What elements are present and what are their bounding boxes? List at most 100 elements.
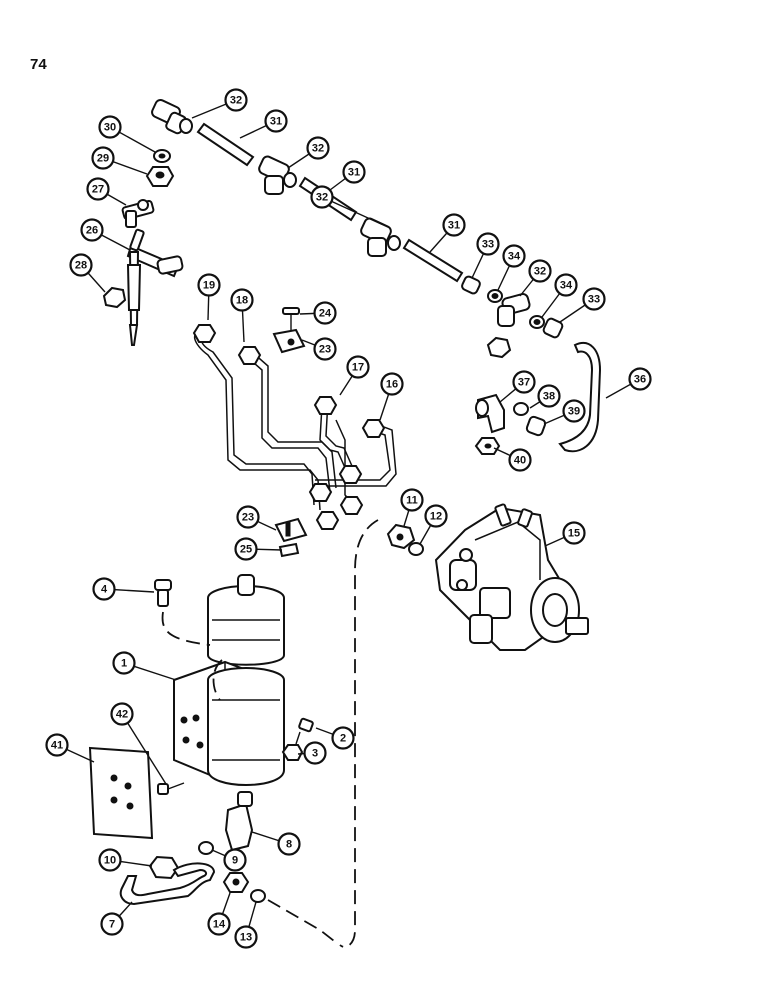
callout-32: 32 [287,136,330,169]
callout-32: 32 [310,185,391,229]
callout-label: 34 [560,280,573,292]
nut-29 [145,166,175,187]
callout-label: 41 [51,740,63,752]
callout-circle [628,367,652,391]
callout-label: 1 [121,658,127,670]
nut-40 [474,437,501,455]
callout-10: 10 [98,848,153,872]
callout-label: 4 [101,584,108,596]
callout-label: 29 [97,153,109,165]
tee-fitting-32b [258,155,297,195]
callout-33: 33 [559,287,606,323]
callout-1: 1 [112,651,177,681]
callout-24: 24 [299,301,337,325]
callout-circle [69,253,93,277]
injector-26 [126,228,184,346]
callout-circle [424,504,448,528]
callout-circle [313,337,337,361]
callout-circle [512,370,536,394]
elbow-fitting-8 [224,791,254,852]
callout-circle [45,733,69,757]
dashed-connection-vent-screw [161,611,211,646]
nut-33b [542,317,564,339]
callout-34: 34 [497,244,526,291]
callout-16: 16 [379,372,404,421]
callout-circle [528,259,552,283]
clip-25 [278,542,300,558]
callout-leader [321,196,391,229]
callout-circle [207,912,231,936]
washer-9 [198,841,214,855]
callout-circle [554,273,578,297]
fuel-tube-31a [196,122,255,167]
callout-circle [476,232,500,256]
callout-circle [230,288,254,312]
callout-32: 32 [191,88,248,119]
bolt-2 [295,717,314,745]
callout-31: 31 [239,109,288,139]
callout-41: 41 [45,733,95,763]
callout-39: 39 [543,399,586,425]
fuel-tube-31c [402,238,464,283]
callout-circle [346,355,370,379]
ferrule-34b [529,315,545,329]
callout-label: 33 [482,239,494,251]
callout-circle [110,702,134,726]
seal-28 [102,286,127,309]
callout-circle [112,651,136,675]
callout-23: 23 [301,337,337,361]
callout-label: 2 [340,733,346,745]
injection-lines [192,324,397,530]
callout-30: 30 [98,115,156,153]
callout-label: 27 [92,184,104,196]
return-hose-36 [558,342,602,453]
callout-circle [86,177,110,201]
callout-circle [224,88,248,112]
callout-label: 23 [319,344,331,356]
callout-circle [331,726,355,750]
callout-7: 7 [100,901,133,936]
tee-fitting-32d [497,293,531,327]
callout-circle [264,109,288,133]
callout-19: 19 [197,273,221,321]
callout-circle [562,521,586,545]
callout-label: 38 [543,391,555,403]
fuel-line-7 [119,862,216,906]
callout-label: 30 [104,122,116,134]
nut-under-tee [486,336,512,359]
callout-label: 19 [203,280,215,292]
callout-40: 40 [493,447,532,472]
callout-label: 33 [588,294,600,306]
callout-circle [98,848,122,872]
callout-label: 28 [75,260,87,272]
dashed-connection-washer-13 [267,899,339,945]
callout-31: 31 [429,213,466,253]
callout-circle [582,287,606,311]
callout-11: 11 [400,488,424,527]
callout-label: 31 [448,220,460,232]
callout-circle [442,213,466,237]
callout-label: 36 [634,374,646,386]
washer-3 [281,744,304,761]
callout-circle [342,160,366,184]
callout-label: 37 [518,377,530,389]
fuel-filter-1 [173,574,285,786]
callout-label: 31 [348,167,360,179]
bolt-42 [157,782,185,795]
nut-10 [148,855,180,880]
callout-circle [91,146,115,170]
callout-circle [234,925,258,949]
callout-36: 36 [605,367,652,399]
callout-14: 14 [207,892,231,936]
callout-label: 23 [242,512,254,524]
callout-circle [537,384,561,408]
cap-39 [525,415,547,437]
callout-9: 9 [211,848,247,872]
callout-label: 24 [319,308,332,320]
fitting-11 [386,523,416,550]
callout-28: 28 [69,253,106,293]
callout-label: 40 [514,455,526,467]
callout-circle [100,912,124,936]
callout-circle [303,741,327,765]
